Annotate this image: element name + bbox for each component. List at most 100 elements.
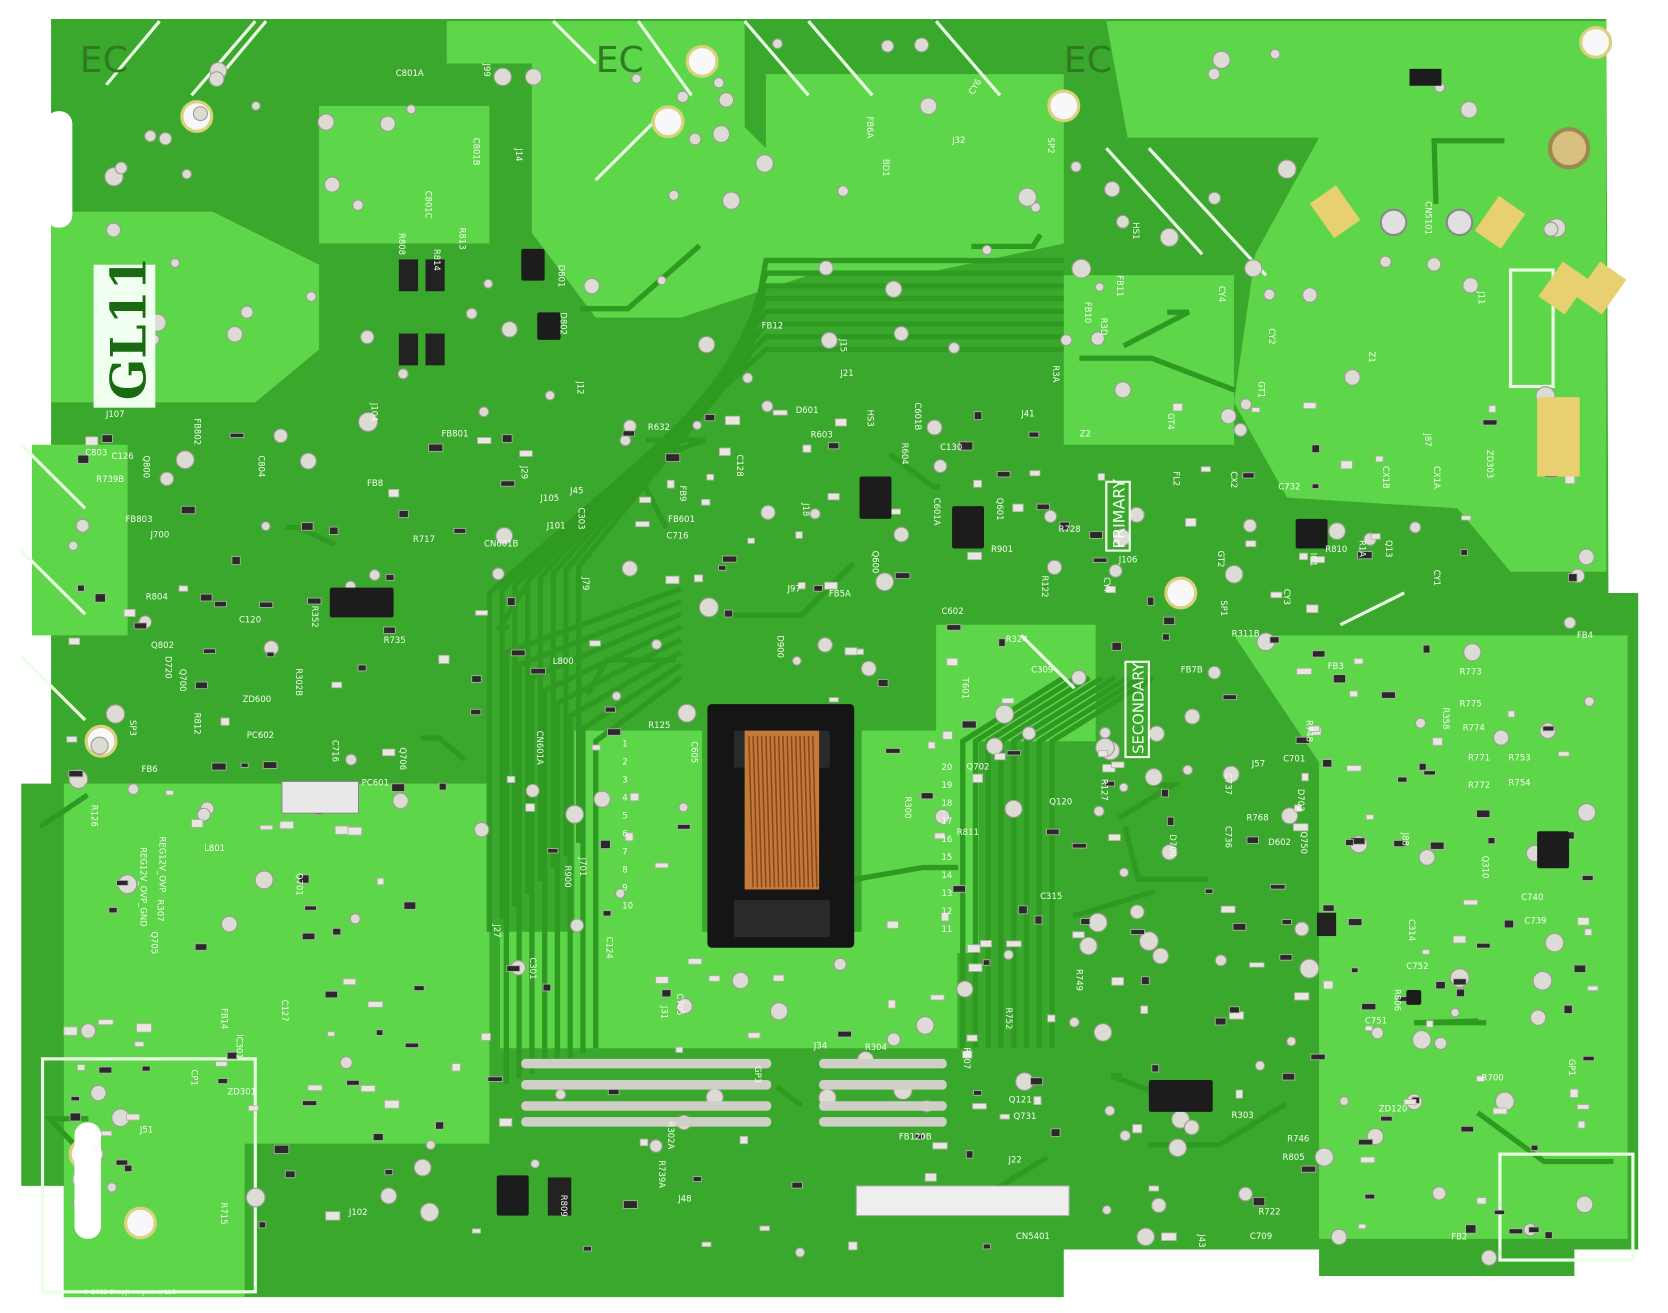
smd-component <box>1163 616 1176 625</box>
smd-component <box>795 531 803 539</box>
component-label: GT4 <box>1165 413 1175 430</box>
pin-number: 20 <box>941 763 952 773</box>
smd-component <box>1059 521 1070 531</box>
smd-component <box>1403 1099 1417 1106</box>
smd-component <box>848 1241 858 1251</box>
component-label: ZD600 <box>243 695 272 705</box>
solder-pad <box>1139 931 1159 951</box>
component-label: D703 <box>1295 789 1305 812</box>
smd-component <box>126 1113 140 1121</box>
component-label: R717 <box>413 535 435 545</box>
smd-component <box>94 593 106 603</box>
component-label: Q701 <box>294 873 304 896</box>
component-label: J14 <box>513 147 523 161</box>
silkscreen-line <box>105 20 161 86</box>
solder-pad <box>1168 1138 1188 1158</box>
solder-pad <box>305 291 317 302</box>
smd-component <box>211 762 227 771</box>
pin-number: 5 <box>622 812 627 822</box>
smd-component <box>220 717 230 726</box>
solder-pad <box>760 504 776 521</box>
solder-pad <box>1114 381 1132 399</box>
solder-pad <box>196 807 211 822</box>
smd-component <box>325 1211 341 1221</box>
smd-component <box>1576 1104 1590 1110</box>
solder-pad <box>934 808 951 825</box>
pin-number: 13 <box>941 889 952 899</box>
smd-component <box>453 527 467 534</box>
solder-pad <box>1460 101 1478 119</box>
smd-component <box>834 418 847 427</box>
smd-component <box>967 551 982 561</box>
component-label: FB8 <box>367 479 383 489</box>
smd-component <box>940 912 950 922</box>
component-label: FB3 <box>1328 662 1344 672</box>
solder-pad <box>525 783 540 798</box>
silkscreen-line <box>1020 634 1076 690</box>
smd-component <box>1214 1017 1227 1026</box>
smd-component <box>1558 751 1570 757</box>
mounting-hole <box>1579 25 1613 59</box>
smd-component <box>973 479 982 488</box>
solder-pad <box>483 278 494 289</box>
solder-pad <box>886 1032 901 1047</box>
component-label: R772 <box>1468 781 1490 791</box>
solder-pad <box>820 331 838 349</box>
solder-pad <box>1414 717 1427 729</box>
smd-component <box>1311 650 1326 658</box>
smd-component <box>279 820 294 830</box>
smd-component <box>376 877 385 886</box>
solder-pad <box>324 176 341 193</box>
smd-component <box>1292 823 1309 832</box>
component-label: R775 <box>1460 699 1482 709</box>
component-label: FB6A <box>864 116 874 138</box>
smd-component <box>68 770 84 778</box>
ic-chip <box>537 312 561 340</box>
smd-component <box>116 879 129 886</box>
smd-component <box>1488 405 1497 413</box>
smd-component <box>332 927 342 936</box>
component-label: CX2 <box>1228 471 1238 488</box>
component-label: Q706 <box>397 747 407 770</box>
solder-pad <box>893 526 910 543</box>
smd-component <box>706 473 715 481</box>
smd-component <box>824 581 838 590</box>
heat-slot <box>521 1058 772 1069</box>
smd-component <box>1345 839 1354 846</box>
silkscreen-line <box>20 655 87 722</box>
smd-component <box>1204 888 1214 894</box>
smd-component <box>63 1026 78 1036</box>
solder-pad <box>1212 50 1231 69</box>
solder-pad <box>1207 191 1221 205</box>
smd-component <box>1351 967 1359 974</box>
smd-component <box>134 1041 145 1047</box>
smd-component <box>1299 552 1308 561</box>
smd-component <box>813 585 823 592</box>
smd-component <box>1235 1089 1243 1099</box>
component-label: J18 <box>800 502 810 516</box>
smd-component <box>1380 691 1396 699</box>
solder-pad <box>1118 782 1129 793</box>
solder-pad <box>818 260 834 276</box>
smd-component <box>887 999 896 1009</box>
solder-pad <box>1411 1030 1432 1050</box>
solder-pad <box>106 1182 118 1193</box>
smd-component <box>1047 1014 1056 1023</box>
smd-component <box>301 522 314 531</box>
solder-pad <box>425 1139 436 1151</box>
component-label: L801 <box>204 844 225 854</box>
coil-wire <box>760 735 767 888</box>
smd-component <box>759 1225 770 1232</box>
mounting-hole <box>651 105 685 139</box>
solder-pad <box>833 957 847 972</box>
smd-component <box>1528 1226 1540 1233</box>
solder-pad <box>75 518 90 533</box>
component-label: R901 <box>991 545 1013 555</box>
smd-component <box>958 441 974 451</box>
smd-component <box>932 1142 948 1150</box>
smd-component <box>920 792 934 800</box>
smd-component <box>262 761 278 769</box>
solder-pad <box>406 104 417 115</box>
smd-component <box>1476 942 1491 949</box>
component-label: R807 <box>961 1047 971 1069</box>
